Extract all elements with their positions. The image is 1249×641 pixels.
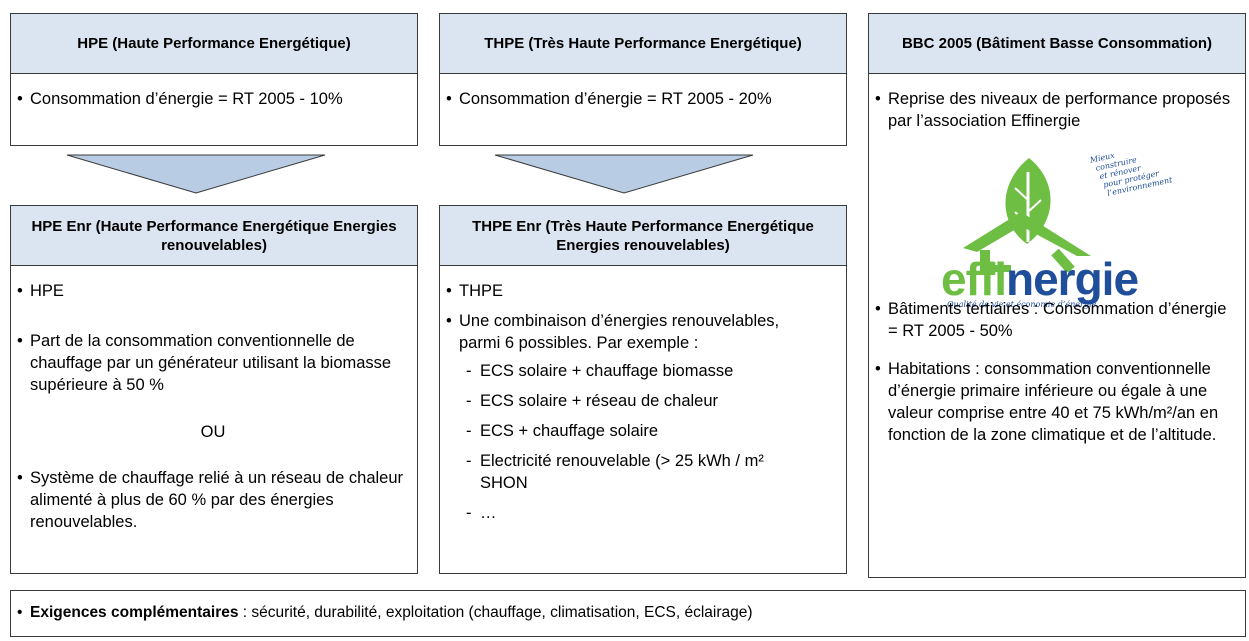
hpe-enr-bullet-biomasse: Part de la consommation conventionnelle … [17,330,409,396]
thpe-enr-sub-item: ECS solaire + réseau de chaleur [446,390,838,412]
hpe-enr-title: HPE Enr (Haute Performance Energétique E… [31,217,397,254]
hpe-header: HPE (Haute Performance Energétique) [10,13,418,74]
footer-text: Exigences complémentaires : sécurité, du… [17,602,1237,624]
hpe-bullet: Consommation d’énergie = RT 2005 - 10% [17,88,407,110]
bbc-title: BBC 2005 (Bâtiment Basse Consommation) [901,35,1213,52]
down-arrow-hpe [66,154,326,194]
bbc-content-box: Reprise des niveaux de performance propo… [868,73,1246,578]
thpe-enr-content-box: THPE Une combinaison d’énergies renouvel… [439,265,847,574]
footer-rest: : sécurité, durabilité, exploitation (ch… [238,604,753,621]
bbc-bullet-tertiaires: Bâtiments tertiaires : Consommation d’én… [875,298,1237,342]
thpe-enr-sub-item: … [446,502,838,524]
thpe-title: THPE (Très Haute Performance Energétique… [484,35,802,52]
leaf-house-icon [963,158,1091,272]
bbc-header: BBC 2005 (Bâtiment Basse Consommation) [868,13,1246,74]
logo-word-effi: effi [941,253,1007,305]
hpe-enr-content-box: HPE Part de la consommation conventionne… [10,265,418,574]
bbc-bullet-effinergie: Reprise des niveaux de performance propo… [875,88,1237,132]
thpe-enr-sub-item: Electricité renouvelable (> 25 kWh / m² … [446,450,838,494]
down-arrow-thpe [494,154,754,194]
thpe-bullet: Consommation d’énergie = RT 2005 - 20% [446,88,836,110]
hpe-content-box: Consommation d’énergie = RT 2005 - 10% [10,73,418,146]
logo-wordmark: effinergie [941,253,1139,305]
hpe-title: HPE (Haute Performance Energétique) [77,35,351,52]
footer-bold: Exigences complémentaires [30,604,239,621]
thpe-enr-title: THPE Enr (Très Haute Performance Energét… [472,217,814,254]
hpe-enr-ou: OU [200,422,226,441]
thpe-header: THPE (Très Haute Performance Energétique… [439,13,847,74]
effinergie-logo: Mieux construire et rénover pour protége… [939,151,1189,309]
thpe-enr-bullet-thpe: THPE [446,280,838,302]
footer-box: Exigences complémentaires : sécurité, du… [10,590,1246,637]
thpe-content-box: Consommation d’énergie = RT 2005 - 20% [439,73,847,146]
thpe-enr-sub-item: ECS solaire + chauffage biomasse [446,360,838,382]
hpe-enr-header: HPE Enr (Haute Performance Energétique E… [10,205,418,266]
logo-side-text: Mieux construire et rénover pour protége… [1089,140,1173,200]
bbc-bullet-habitations: Habitations : consommation conventionnel… [875,358,1237,446]
thpe-enr-header: THPE Enr (Très Haute Performance Energét… [439,205,847,266]
logo-word-nergie: nergie [1006,253,1139,305]
hpe-enr-bullet-reseau: Système de chauffage relié à un réseau d… [17,467,409,533]
thpe-enr-bullet-combinaison: Une combinaison d’énergies renouvelables… [446,310,838,354]
hpe-enr-bullet-hpe: HPE [17,280,409,302]
thpe-enr-sub-item: ECS + chauffage solaire [446,420,838,442]
